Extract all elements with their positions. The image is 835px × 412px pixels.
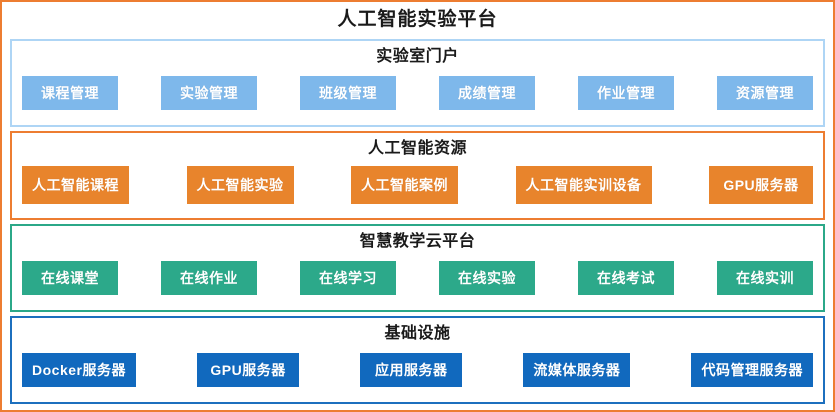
section-infrastructure: 基础设施 Docker服务器 GPU服务器 应用服务器 流媒体服务器 代码管理服…: [10, 315, 825, 404]
portal-item-experiment-management[interactable]: 实验管理: [161, 76, 257, 111]
resource-item-ai-course[interactable]: 人工智能课程: [22, 166, 129, 205]
cloud-item-online-homework[interactable]: 在线作业: [161, 260, 257, 295]
section-portal-title: 实验室门户: [376, 48, 459, 65]
section-ai-resources-items: 人工智能课程 人工智能实验 人工智能案例 人工智能实训设备 GPU服务器: [20, 161, 815, 211]
cloud-item-online-learning[interactable]: 在线学习: [300, 260, 396, 295]
infra-item-gpu-server[interactable]: GPU服务器: [197, 352, 300, 387]
section-portal-items: 课程管理 实验管理 班级管理 成绩管理 作业管理 资源管理: [20, 69, 815, 119]
section-infrastructure-items: Docker服务器 GPU服务器 应用服务器 流媒体服务器 代码管理服务器: [20, 346, 815, 396]
section-ai-resources: 人工智能资源 人工智能课程 人工智能实验 人工智能案例 人工智能实训设备 GPU…: [10, 131, 825, 220]
resource-item-gpu-server[interactable]: GPU服务器: [709, 166, 813, 205]
resource-item-ai-case[interactable]: 人工智能案例: [351, 166, 458, 205]
infra-item-code-management-server[interactable]: 代码管理服务器: [691, 352, 813, 387]
portal-item-resource-management[interactable]: 资源管理: [717, 76, 813, 111]
portal-item-homework-management[interactable]: 作业管理: [578, 76, 674, 111]
section-teaching-cloud-title: 智慧教学云平台: [359, 232, 476, 250]
cloud-item-online-classroom[interactable]: 在线课堂: [22, 260, 118, 295]
page-title: 人工智能实验平台: [337, 9, 498, 30]
section-infrastructure-title: 基础设施: [384, 324, 451, 342]
infra-item-application-server[interactable]: 应用服务器: [360, 352, 463, 387]
section-teaching-cloud-items: 在线课堂 在线作业 在线学习 在线实验 在线考试 在线实训: [20, 254, 815, 304]
cloud-item-online-exam[interactable]: 在线考试: [578, 260, 674, 295]
infra-item-docker-server[interactable]: Docker服务器: [22, 352, 136, 387]
section-teaching-cloud: 智慧教学云平台 在线课堂 在线作业 在线学习 在线实验 在线考试 在线实训: [10, 223, 825, 312]
section-portal: 实验室门户 课程管理 实验管理 班级管理 成绩管理 作业管理 资源管理: [10, 39, 825, 128]
section-ai-resources-title: 人工智能资源: [367, 140, 467, 158]
resource-item-ai-training-equipment[interactable]: 人工智能实训设备: [515, 166, 652, 205]
portal-item-course-management[interactable]: 课程管理: [22, 76, 118, 111]
portal-item-grade-management[interactable]: 成绩管理: [439, 76, 535, 111]
cloud-item-online-training[interactable]: 在线实训: [717, 260, 813, 295]
cloud-item-online-experiment[interactable]: 在线实验: [439, 260, 535, 295]
resource-item-ai-experiment[interactable]: 人工智能实验: [186, 166, 294, 205]
infra-item-streaming-server[interactable]: 流媒体服务器: [523, 352, 631, 387]
portal-item-class-management[interactable]: 班级管理: [300, 76, 396, 111]
